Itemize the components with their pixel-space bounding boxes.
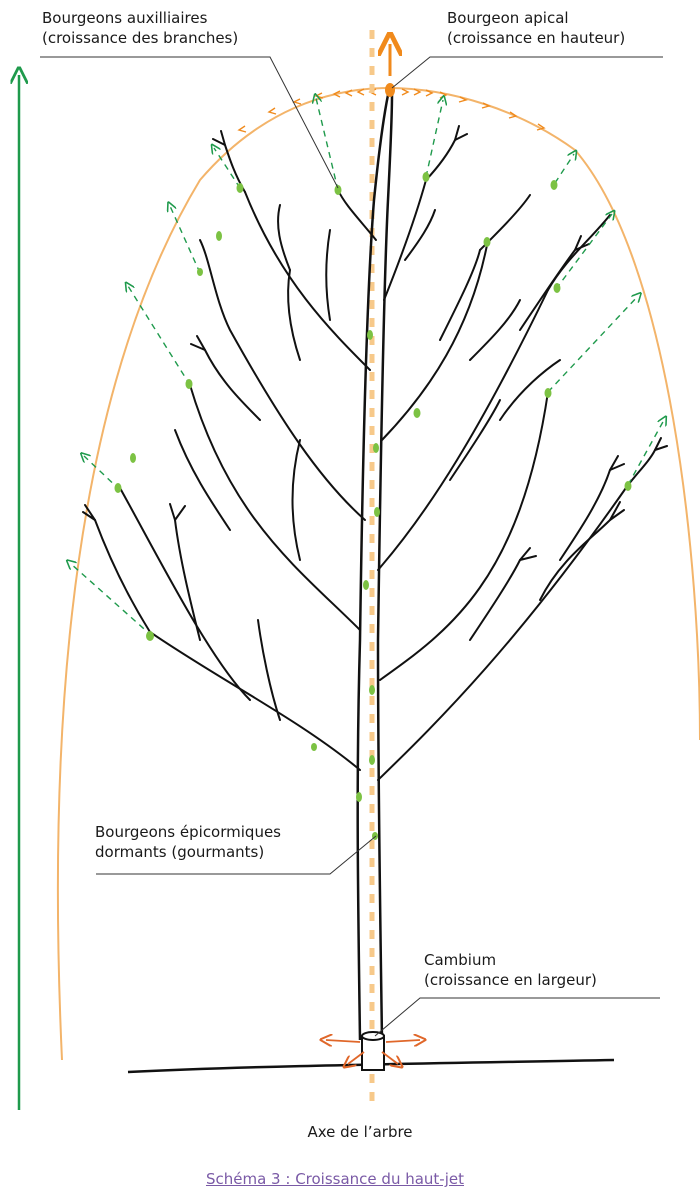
trunk xyxy=(358,95,392,1040)
auxiliary-buds-label-line2: (croissance des branches) xyxy=(42,28,238,48)
apical-bud-label-line2: (croissance en hauteur) xyxy=(447,28,625,48)
apical-bud-label-line1: Bourgeon apical xyxy=(447,8,625,28)
tree-axis-label: Axe de l’arbre xyxy=(0,1122,700,1142)
epicormic-buds-label-line1: Bourgeons épicormiques xyxy=(95,822,281,842)
epicormic-buds-label-line2: dormants (gourmants) xyxy=(95,842,281,862)
apical-bud xyxy=(385,83,395,97)
cambium-label: Cambium (croissance en largeur) xyxy=(424,950,597,990)
cambium-stump xyxy=(362,1032,384,1070)
branches xyxy=(83,126,667,780)
auxiliary-buds-label-line1: Bourgeons auxilliaires xyxy=(42,8,238,28)
cambium-label-line2: (croissance en largeur) xyxy=(424,970,597,990)
auxiliary-buds-label: Bourgeons auxilliaires (croissance des b… xyxy=(42,8,238,48)
cambium-label-line1: Cambium xyxy=(424,950,597,970)
apical-bud-label: Bourgeon apical (croissance en hauteur) xyxy=(447,8,625,48)
epicormic-buds-label: Bourgeons épicormiques dormants (gourman… xyxy=(95,822,281,862)
diagram-caption[interactable]: Schéma 3 : Croissance du haut-jet xyxy=(0,1170,670,1188)
